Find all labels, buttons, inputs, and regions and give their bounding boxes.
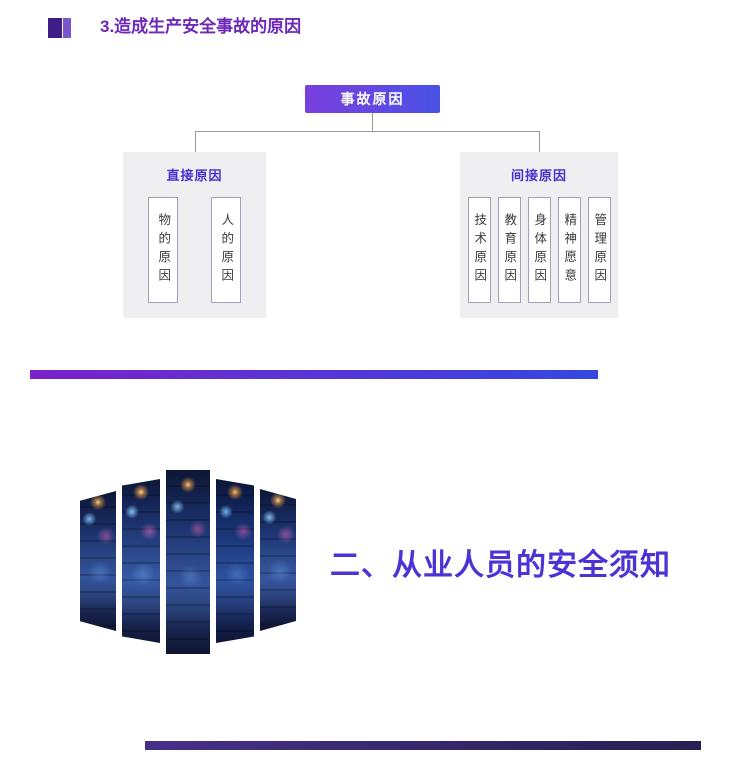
cause-item-label: 技术原因 [472,213,487,287]
diagram-root-node: 事故原因 [305,85,440,113]
direct-causes-items: 物的原因 人的原因 [123,197,266,303]
connector-line [539,131,540,152]
connector-line [195,131,540,132]
cause-item: 身体原因 [527,197,551,303]
cause-item-label: 教育原因 [502,213,517,287]
connector-line [372,113,373,131]
direct-causes-panel: 直接原因 物的原因 人的原因 [123,152,266,318]
cause-item-label: 身体原因 [532,213,547,287]
factory-photo-strip [216,479,254,643]
factory-photo-strip [260,489,296,631]
cause-item-label: 物的原因 [156,213,171,287]
section2-heading: 二、从业人员的安全须知 [330,549,671,582]
cause-item-label: 精神愿意 [562,213,577,287]
connector-line [195,131,196,152]
cause-item-label: 管理原因 [592,213,607,287]
direct-causes-title: 直接原因 [166,168,223,183]
factory-photo-strip [166,470,210,654]
heading-bullet-icon [48,17,72,39]
bottom-bar [145,741,701,750]
indirect-causes-panel: 间接原因 技术原因 教育原因 身体原因 精神愿意 管理原因 [460,152,618,318]
factory-photo-strip [122,479,160,643]
cause-item: 人的原因 [211,197,241,303]
cause-item-label: 人的原因 [219,213,234,287]
section1-heading: 3.造成生产安全事故的原因 [100,17,302,36]
cause-item: 精神愿意 [557,197,581,303]
gradient-divider [30,370,598,379]
factory-photo-strip [80,491,116,631]
cause-item: 管理原因 [587,197,611,303]
bullet-square-light [63,18,71,38]
cause-item: 物的原因 [148,197,178,303]
cause-item: 教育原因 [497,197,521,303]
bullet-square-dark [48,18,62,38]
indirect-causes-title: 间接原因 [510,168,567,183]
factory-photo-collage [80,470,300,662]
indirect-causes-items: 技术原因 教育原因 身体原因 精神愿意 管理原因 [460,197,618,303]
cause-item: 技术原因 [467,197,491,303]
